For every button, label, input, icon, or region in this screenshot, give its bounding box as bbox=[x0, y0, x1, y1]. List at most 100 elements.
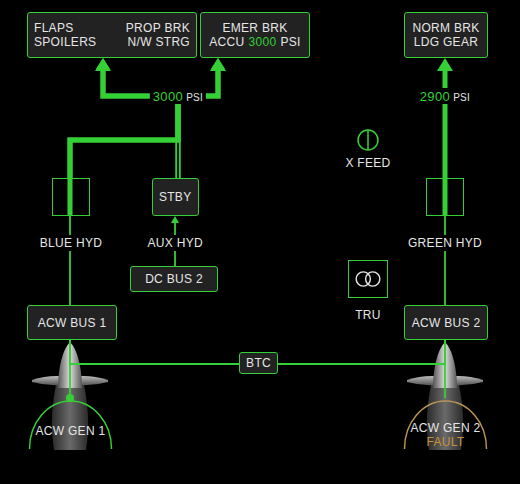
connector bbox=[437, 58, 453, 178]
pressure-readout: 3000 PSI bbox=[150, 88, 206, 104]
bus-box: DC BUS 2 bbox=[130, 266, 218, 292]
pressure-value: 3000 bbox=[153, 89, 183, 104]
text-rows: ACW BUS 1 bbox=[28, 306, 116, 339]
node-label: BTC bbox=[246, 356, 271, 370]
pressure-readout: 2900 PSI bbox=[417, 88, 473, 104]
arrow-head bbox=[95, 58, 111, 71]
text-row: STBY bbox=[159, 190, 192, 204]
connector bbox=[445, 216, 446, 305]
connector bbox=[278, 340, 445, 364]
node-label: STBY bbox=[159, 190, 192, 204]
node-label: SPOILERS bbox=[34, 35, 96, 49]
text-rows: DC BUS 2 bbox=[131, 267, 217, 291]
nacelle-body bbox=[52, 385, 88, 450]
valve-circle bbox=[358, 130, 378, 150]
pressure-unit: PSI bbox=[453, 92, 470, 103]
node-caption: X FEED bbox=[343, 155, 392, 171]
valve-bar bbox=[367, 130, 369, 150]
arrow-head bbox=[437, 58, 453, 71]
text-rows bbox=[427, 179, 463, 215]
tie-contactor: BTC bbox=[239, 352, 278, 374]
node-label: NORM BRK bbox=[412, 21, 479, 35]
text-row: ACW BUS 1 bbox=[34, 316, 110, 330]
text-rows: EMER BRKACCU3000PSI bbox=[201, 13, 309, 57]
hydraulic-pump: BLUE HYD bbox=[52, 178, 90, 216]
node-label: FLAPS bbox=[34, 21, 74, 35]
node-label: ACW GEN 2 bbox=[410, 421, 480, 435]
text-row: SPOILERS N/W STRG bbox=[34, 35, 190, 49]
node-label: FAULT bbox=[426, 435, 464, 449]
node-label: DC BUS 2 bbox=[145, 272, 203, 286]
node-caption: AUX HYD bbox=[145, 235, 204, 251]
tru-symbol bbox=[349, 261, 387, 297]
node-label: ACCU bbox=[209, 35, 244, 49]
connector bbox=[70, 58, 178, 178]
text-rows bbox=[53, 179, 89, 215]
connector-line bbox=[178, 67, 218, 178]
text-rows bbox=[357, 129, 379, 151]
pressure-value: 2900 bbox=[420, 89, 450, 104]
node-caption: TRU bbox=[353, 307, 383, 323]
connector bbox=[70, 216, 71, 305]
bus-box: ACW BUS 1 bbox=[27, 305, 117, 340]
connector bbox=[70, 340, 239, 364]
connector-line-core bbox=[103, 67, 178, 178]
node-caption: GREEN HYD bbox=[406, 235, 484, 251]
generator: ACW GEN 1 bbox=[28, 398, 113, 450]
connector bbox=[96, 58, 178, 178]
node-label: PROP BRK bbox=[126, 21, 190, 35]
tru-coil bbox=[366, 272, 380, 286]
crossfeed-valve: X FEED bbox=[357, 129, 379, 151]
node-label: ACW GEN 1 bbox=[35, 424, 105, 438]
generator-arc-line bbox=[404, 401, 486, 449]
node-label: N/W STRG bbox=[128, 35, 190, 49]
hydraulic-pump: GREEN HYD bbox=[426, 178, 464, 216]
node-label: 3000 bbox=[249, 35, 277, 49]
text-row: ACW BUS 2 bbox=[411, 316, 481, 330]
node-label: EMER BRK bbox=[222, 21, 287, 35]
node-label: LDG GEAR bbox=[414, 35, 478, 49]
text-rows: FLAPS PROP BRK SPOILERS N/W STRG bbox=[28, 13, 196, 57]
arrow-head bbox=[171, 216, 179, 223]
text-row: ACCU3000PSI bbox=[207, 35, 303, 49]
text-rows: ACW BUS 2 bbox=[405, 306, 487, 339]
generator: ACW GEN 2FAULT bbox=[403, 398, 488, 450]
bus-box: ACW BUS 2 bbox=[404, 305, 488, 340]
connector-line bbox=[69, 216, 71, 305]
text-rows: NORM BRKLDG GEAR bbox=[405, 13, 487, 57]
text-rows bbox=[349, 261, 387, 297]
text-row: FLAPS PROP BRK bbox=[34, 21, 190, 35]
text-row: EMER BRK bbox=[207, 21, 303, 35]
connector-line bbox=[70, 68, 218, 178]
arrow-head bbox=[210, 58, 226, 71]
text-row: BTC bbox=[246, 356, 271, 370]
node-caption: BLUE HYD bbox=[38, 235, 104, 251]
connector-line bbox=[444, 216, 446, 305]
crossfeed-valve-symbol bbox=[357, 129, 379, 151]
connector-line-core bbox=[178, 67, 218, 178]
system-box: FLAPS PROP BRK SPOILERS N/W STRG bbox=[27, 12, 197, 58]
connector-line bbox=[443, 68, 448, 178]
text-rows: BTC bbox=[240, 353, 277, 373]
connector-line bbox=[70, 340, 239, 364]
pump-flow-bar bbox=[443, 178, 448, 216]
connector-line bbox=[278, 340, 445, 364]
node-label: ACW BUS 2 bbox=[412, 316, 481, 330]
node-label: ACW BUS 1 bbox=[38, 316, 107, 330]
generator-arc-line bbox=[29, 401, 111, 449]
text-row: DC BUS 2 bbox=[137, 272, 211, 286]
connector-line bbox=[103, 67, 178, 178]
system-box: NORM BRKLDG GEAR bbox=[404, 12, 488, 58]
pressure-unit: PSI bbox=[186, 92, 203, 103]
tru-box: TRU bbox=[348, 260, 388, 298]
text-rows: ACW GEN 2FAULT bbox=[403, 398, 488, 450]
text-row: NORM BRK bbox=[411, 21, 481, 35]
text-rows: STBY bbox=[153, 179, 198, 215]
text-rows: ACW GEN 1 bbox=[28, 398, 113, 450]
text-row: ACW GEN 1 bbox=[34, 424, 107, 438]
text-row: ACW GEN 2 bbox=[409, 421, 482, 435]
pump-flow-bar bbox=[68, 178, 73, 216]
standby-pump: STBYAUX HYD bbox=[152, 178, 199, 216]
connector bbox=[70, 58, 226, 178]
